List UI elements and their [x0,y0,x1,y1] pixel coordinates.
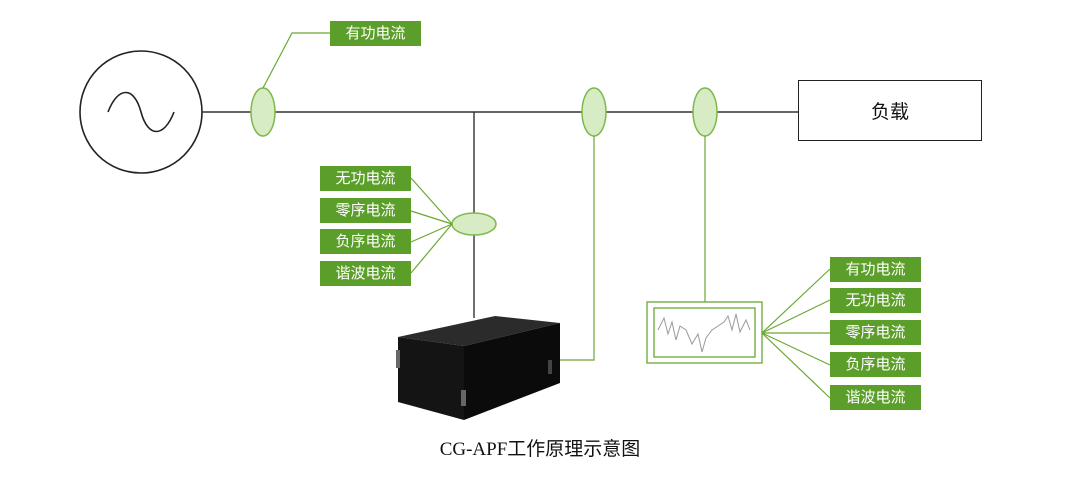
ct2-leader-line [552,136,595,361]
ac-source-icon [79,50,203,174]
tag-right-negative-sequence-current: 负序电流 [830,352,921,377]
diagram-caption: CG-APF工作原理示意图 [439,439,641,460]
tag-left-negative-sequence-current: 负序电流 [320,229,411,254]
tag-right-zero-sequence-current: 零序电流 [830,320,921,345]
current-transformer-3 [692,87,718,137]
apf-current-ellipse [451,212,497,236]
left-fan-lines [410,177,453,274]
load-label: 负载 [870,101,909,123]
tag-left-reactive-current: 无功电流 [320,166,411,191]
apf-cabinet-icon [396,316,560,420]
current-transformer-1 [250,87,276,137]
load-box: 负载 [798,80,982,141]
waveform-display-icon [646,301,763,364]
tag-right-harmonic-current: 谐波电流 [830,385,921,410]
tag-right-active-current: 有功电流 [830,257,921,282]
current-transformer-2 [581,87,607,137]
tag-top-active-current: 有功电流 [330,21,421,46]
right-fan-lines [761,268,831,399]
tag-left-harmonic-current: 谐波电流 [320,261,411,286]
tag-left-zero-sequence-current: 零序电流 [320,198,411,223]
ct1-leader-line [262,32,330,89]
tag-right-reactive-current: 无功电流 [830,288,921,313]
